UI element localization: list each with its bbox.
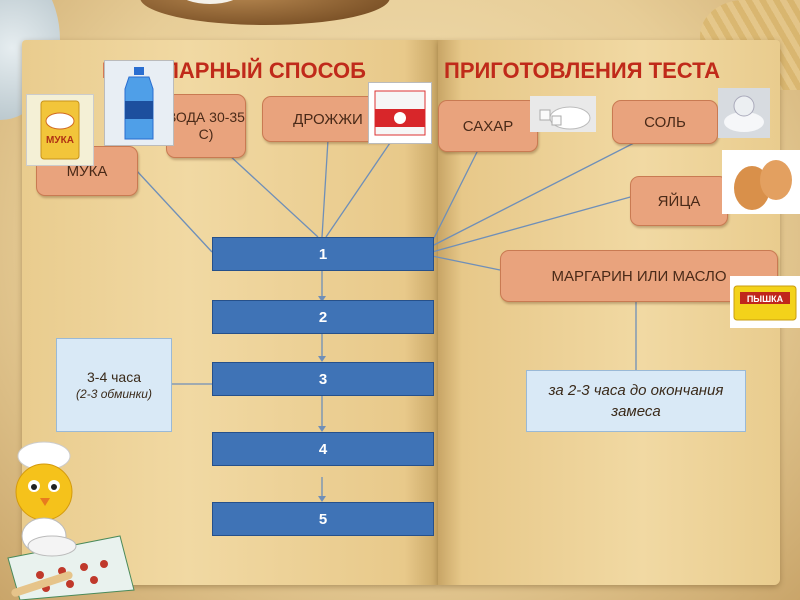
flour-pack-label: МУКА xyxy=(46,135,74,146)
tag-sugar: САХАР xyxy=(438,100,538,152)
water-bottle-image xyxy=(104,60,174,146)
step-1: 1 xyxy=(212,237,434,271)
butter-pack-label: ПЫШКА xyxy=(747,294,784,304)
salt-image xyxy=(718,88,770,138)
step-4: 4 xyxy=(212,432,434,466)
tag-water: ВОДА 30-35 С) xyxy=(166,94,246,158)
step-2: 2 xyxy=(212,300,434,334)
note-rise-time-text: 3-4 часа xyxy=(87,369,141,385)
yeast-pack-image xyxy=(368,82,432,144)
note-punch-downs-text: (2-3 обминки) xyxy=(76,387,152,401)
tag-eggs: ЯЙЦА xyxy=(630,176,728,226)
sugar-pile-decoration xyxy=(180,0,240,4)
note-rise-time: 3-4 часа (2-3 обминки) xyxy=(56,338,172,432)
chef-chick-mascot-image xyxy=(0,440,140,600)
note-fat-timing: за 2-3 часа до окончания замеса xyxy=(526,370,746,432)
eggs-image xyxy=(722,150,800,214)
step-3: 3 xyxy=(212,362,434,396)
title-part-2: ПРИГОТОВЛЕНИЯ ТЕСТА xyxy=(444,58,721,83)
sugar-cubes-image xyxy=(530,96,596,132)
flour-pack-image: МУКА xyxy=(26,94,94,166)
wooden-spoon-decoration xyxy=(140,0,390,25)
tag-salt: СОЛЬ xyxy=(612,100,718,144)
butter-pack-image: ПЫШКА xyxy=(730,276,800,328)
step-5: 5 xyxy=(212,502,434,536)
